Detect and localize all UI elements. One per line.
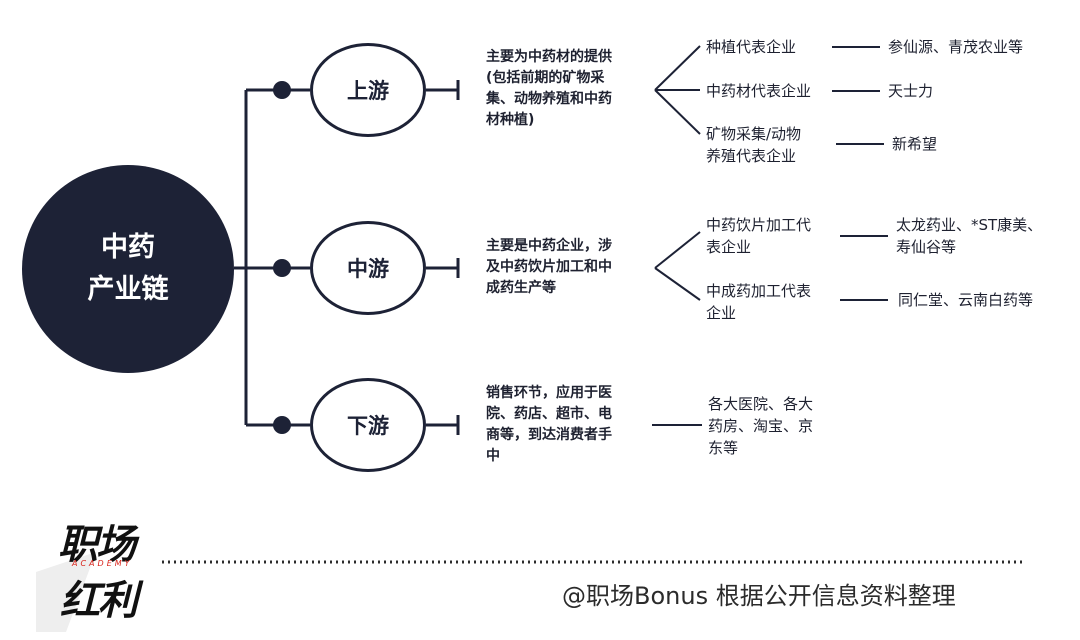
root-node: 中药 产业链 [22, 165, 234, 373]
enterprise-line: 参仙源、青茂农业等 [888, 38, 1024, 56]
root-label-line2: 产业链 [87, 274, 169, 305]
category-line: 表企业 [706, 238, 752, 256]
desc-line: 及中药饮片加工和中 [486, 259, 612, 275]
desc-line: 主要是中药企业，涉 [486, 238, 612, 254]
desc-line: 中 [486, 448, 500, 464]
brand-logo: 职场 ACADEMY 红利 [36, 512, 186, 632]
stage-label: 中游 [347, 257, 389, 281]
enterprise-line: 寿仙谷等 [896, 238, 957, 256]
logo-line2: 红利 [60, 578, 138, 624]
category-line: 东等 [708, 439, 739, 457]
enterprise-mineral-animal: 新希望 [892, 133, 937, 155]
logo-tag: ACADEMY [72, 559, 133, 568]
desc-line: 销售环节，应用于医 [486, 385, 612, 401]
category-line: 药房、淘宝、京 [708, 417, 814, 435]
desc-line: 材种植) [486, 112, 535, 128]
stage-label: 上游 [347, 79, 389, 103]
enterprise-line: 同仁堂、云南白药等 [898, 291, 1034, 309]
category-line: 种植代表企业 [706, 38, 797, 56]
desc-line: 主要为中药材的提供 [486, 49, 612, 65]
stage-label: 下游 [347, 414, 389, 438]
enterprise-planting: 参仙源、青茂农业等 [888, 36, 1023, 58]
desc-line: 成药生产等 [486, 280, 556, 296]
desc-line: (包括前期的矿物采 [486, 70, 605, 86]
desc-line: 院、药店、超市、电 [486, 406, 612, 422]
desc-line: 商等，到达消费者手 [486, 427, 612, 443]
category-line: 中药材代表企业 [706, 82, 812, 100]
enterprise-herbal: 天士力 [888, 80, 933, 102]
desc-line: 集、动物养殖和中药 [486, 91, 612, 107]
stage-node-downstream: 下游 [310, 378, 426, 472]
enterprise-patent-medicine: 同仁堂、云南白药等 [898, 289, 1033, 311]
category-herbal: 中药材代表企业 [706, 80, 811, 102]
enterprise-decoction-pieces: 太龙药业、*ST康美、 寿仙谷等 [896, 214, 1042, 258]
footer-credit: @职场Bonus 根据公开信息资料整理 [562, 582, 956, 610]
enterprise-line: 新希望 [892, 135, 938, 153]
category-patent-medicine: 中成药加工代表 企业 [706, 280, 811, 324]
category-line: 矿物采集/动物 [706, 125, 802, 143]
stage-node-upstream: 上游 [310, 43, 426, 137]
stage-node-midstream: 中游 [310, 221, 426, 315]
category-line: 企业 [706, 304, 737, 322]
stage-desc-midstream: 主要是中药企业，涉 及中药饮片加工和中 成药生产等 [486, 236, 612, 299]
category-planting: 种植代表企业 [706, 36, 796, 58]
category-mineral-animal: 矿物采集/动物 养殖代表企业 [706, 123, 801, 167]
enterprise-line: 天士力 [888, 82, 934, 100]
category-sales-channels: 各大医院、各大 药房、淘宝、京 东等 [708, 393, 813, 459]
category-line: 养殖代表企业 [706, 147, 797, 165]
stage-desc-upstream: 主要为中药材的提供 (包括前期的矿物采 集、动物养殖和中药 材种植) [486, 47, 612, 131]
category-decoction-pieces: 中药饮片加工代 表企业 [706, 214, 811, 258]
logo-background-icon [36, 552, 96, 632]
category-line: 中成药加工代表 [706, 282, 812, 300]
root-label-line1: 中药 [101, 232, 155, 263]
stage-desc-downstream: 销售环节，应用于医 院、药店、超市、电 商等，到达消费者手 中 [486, 383, 612, 467]
category-line: 各大医院、各大 [708, 395, 814, 413]
category-line: 中药饮片加工代 [706, 216, 812, 234]
enterprise-line: 太龙药业、*ST康美、 [896, 216, 1043, 234]
logo-line1: 职场 [58, 522, 136, 568]
